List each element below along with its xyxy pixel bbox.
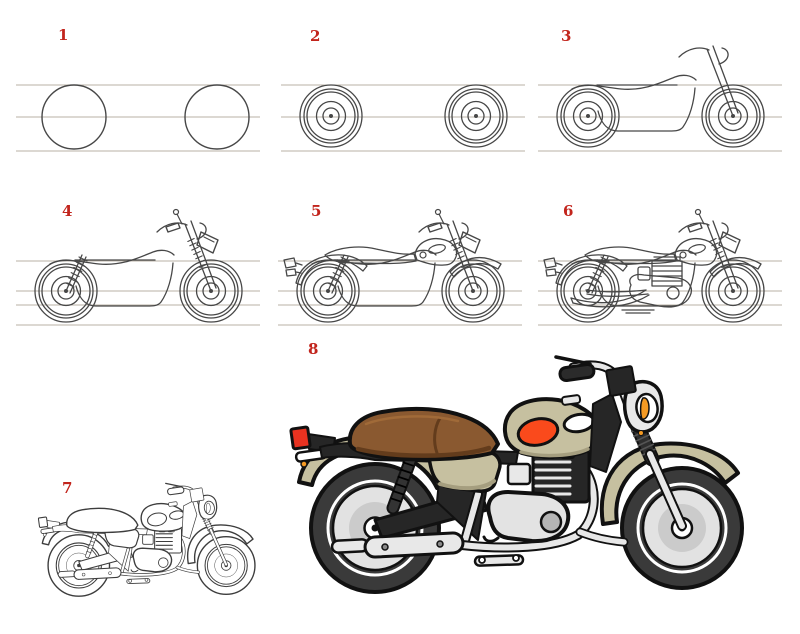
step-4-drawing-fork-headlight — [16, 208, 260, 326]
step-8-drawing-final-colored — [289, 355, 744, 594]
step-2-number: 2 — [310, 27, 321, 45]
step-7-drawing-complete-lineart — [37, 482, 256, 597]
step-3-number: 3 — [561, 27, 572, 45]
step-8-number: 8 — [308, 340, 319, 358]
step-5-drawing-seat-tank-fenders — [278, 208, 522, 326]
step-2-drawing-wheels — [281, 84, 525, 152]
step-6-drawing-engine-exhaust — [538, 208, 782, 326]
step-7-number: 7 — [62, 479, 73, 497]
step-1-drawing-guide-circles — [16, 84, 260, 152]
step-4-number: 4 — [62, 202, 73, 220]
step-1-number: 1 — [58, 26, 69, 44]
step-3-drawing-frame — [538, 45, 782, 152]
step-5-number: 5 — [311, 202, 322, 220]
step-6-number: 6 — [563, 202, 574, 220]
